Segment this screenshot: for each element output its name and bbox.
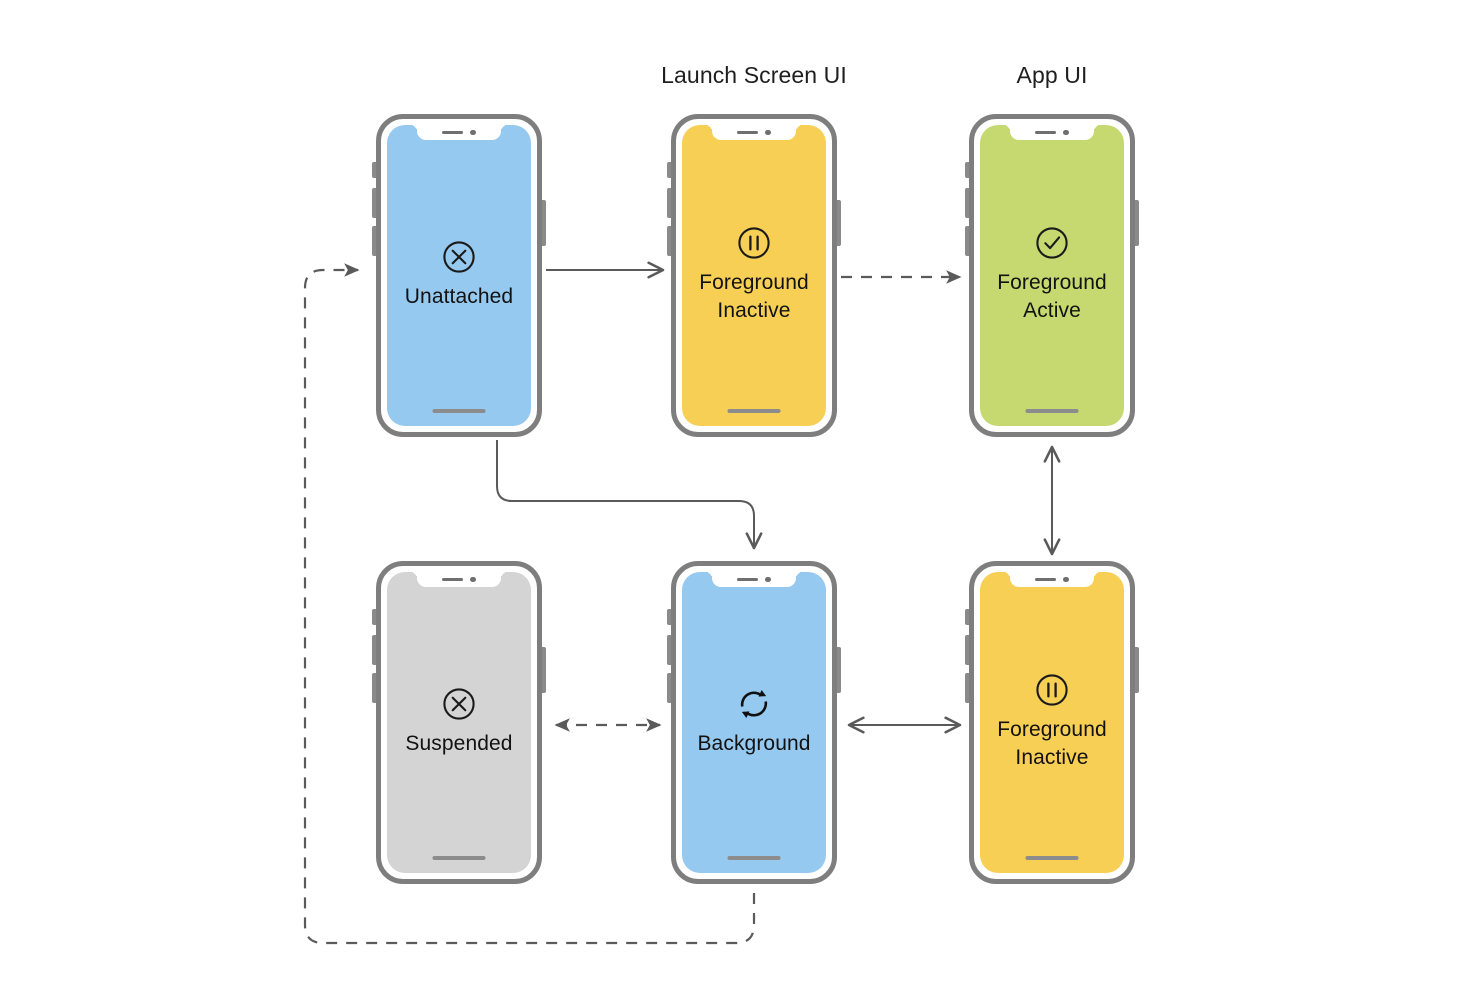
screen-content: Foreground Inactive bbox=[980, 572, 1124, 873]
volume-down-button[interactable] bbox=[372, 226, 376, 256]
home-indicator bbox=[727, 409, 781, 413]
power-button[interactable] bbox=[1135, 200, 1139, 246]
x-circle-icon bbox=[442, 687, 476, 721]
volume-up-button[interactable] bbox=[372, 635, 376, 665]
volume-up-button[interactable] bbox=[667, 188, 671, 218]
phone-screen: Suspended bbox=[387, 572, 531, 873]
volume-up-button[interactable] bbox=[965, 188, 969, 218]
pause-circle-icon bbox=[1035, 673, 1069, 707]
state-label: Unattached bbox=[404, 285, 514, 309]
phone-foreground-inactive-app[interactable]: Foreground Inactive bbox=[965, 561, 1139, 884]
phone-screen: Background bbox=[682, 572, 826, 873]
power-button[interactable] bbox=[542, 200, 546, 246]
front-camera-icon bbox=[765, 576, 771, 583]
silent-switch-button[interactable] bbox=[667, 609, 671, 625]
sync-circle-icon bbox=[736, 687, 772, 721]
phone-screen: Unattached bbox=[387, 125, 531, 426]
power-button[interactable] bbox=[837, 200, 841, 246]
notch bbox=[712, 125, 796, 140]
phone-screen: Foreground Inactive bbox=[980, 572, 1124, 873]
notch bbox=[417, 572, 501, 587]
front-camera-icon bbox=[765, 129, 771, 136]
wire-unattached-to-background bbox=[496, 440, 763, 550]
pause-circle-icon bbox=[737, 226, 771, 260]
phone-unattached[interactable]: Unattached bbox=[372, 114, 546, 437]
silent-switch-button[interactable] bbox=[965, 609, 969, 625]
volume-down-button[interactable] bbox=[372, 673, 376, 703]
x-circle-icon bbox=[442, 240, 476, 274]
earpiece-speaker-icon bbox=[442, 577, 464, 582]
power-button[interactable] bbox=[837, 647, 841, 693]
check-circle-icon bbox=[1035, 226, 1069, 260]
screen-content: Unattached bbox=[387, 125, 531, 426]
screen-content: Suspended bbox=[387, 572, 531, 873]
heading-app-ui: App UI bbox=[1016, 62, 1088, 88]
phone-screen: Foreground Active bbox=[980, 125, 1124, 426]
volume-up-button[interactable] bbox=[965, 635, 969, 665]
notch bbox=[1010, 572, 1094, 587]
screen-content: Foreground Active bbox=[980, 125, 1124, 426]
silent-switch-button[interactable] bbox=[372, 609, 376, 625]
state-label: Suspended bbox=[405, 732, 513, 756]
volume-down-button[interactable] bbox=[965, 226, 969, 256]
silent-switch-button[interactable] bbox=[667, 162, 671, 178]
power-button[interactable] bbox=[542, 647, 546, 693]
volume-down-button[interactable] bbox=[965, 673, 969, 703]
volume-up-button[interactable] bbox=[372, 188, 376, 218]
earpiece-speaker-icon bbox=[737, 577, 759, 582]
earpiece-speaker-icon bbox=[442, 130, 464, 135]
phone-screen: Foreground Inactive bbox=[682, 125, 826, 426]
phone-foreground-inactive-launch[interactable]: Foreground Inactive bbox=[667, 114, 841, 437]
front-camera-icon bbox=[1063, 576, 1069, 583]
volume-down-button[interactable] bbox=[667, 673, 671, 703]
home-indicator bbox=[432, 409, 486, 413]
home-indicator bbox=[727, 856, 781, 860]
earpiece-speaker-icon bbox=[737, 130, 759, 135]
phone-background[interactable]: Background bbox=[667, 561, 841, 884]
phone-suspended[interactable]: Suspended bbox=[372, 561, 546, 884]
silent-switch-button[interactable] bbox=[965, 162, 969, 178]
volume-up-button[interactable] bbox=[667, 635, 671, 665]
state-label: Foreground Inactive bbox=[997, 718, 1107, 769]
home-indicator bbox=[1025, 409, 1079, 413]
volume-down-button[interactable] bbox=[667, 226, 671, 256]
heading-launch-screen-ui: Launch Screen UI bbox=[661, 62, 847, 88]
home-indicator bbox=[1025, 856, 1079, 860]
state-label: Foreground Inactive bbox=[699, 271, 809, 322]
phone-foreground-active[interactable]: Foreground Active bbox=[965, 114, 1139, 437]
earpiece-speaker-icon bbox=[1035, 130, 1057, 135]
front-camera-icon bbox=[1063, 129, 1069, 136]
state-label: Foreground Active bbox=[997, 271, 1107, 322]
earpiece-speaker-icon bbox=[1035, 577, 1057, 582]
notch bbox=[712, 572, 796, 587]
home-indicator bbox=[432, 856, 486, 860]
screen-content: Foreground Inactive bbox=[682, 125, 826, 426]
notch bbox=[417, 125, 501, 140]
screen-content: Background bbox=[682, 572, 826, 873]
power-button[interactable] bbox=[1135, 647, 1139, 693]
silent-switch-button[interactable] bbox=[372, 162, 376, 178]
notch bbox=[1010, 125, 1094, 140]
front-camera-icon bbox=[470, 576, 476, 583]
state-label: Background bbox=[697, 732, 811, 756]
front-camera-icon bbox=[470, 129, 476, 136]
